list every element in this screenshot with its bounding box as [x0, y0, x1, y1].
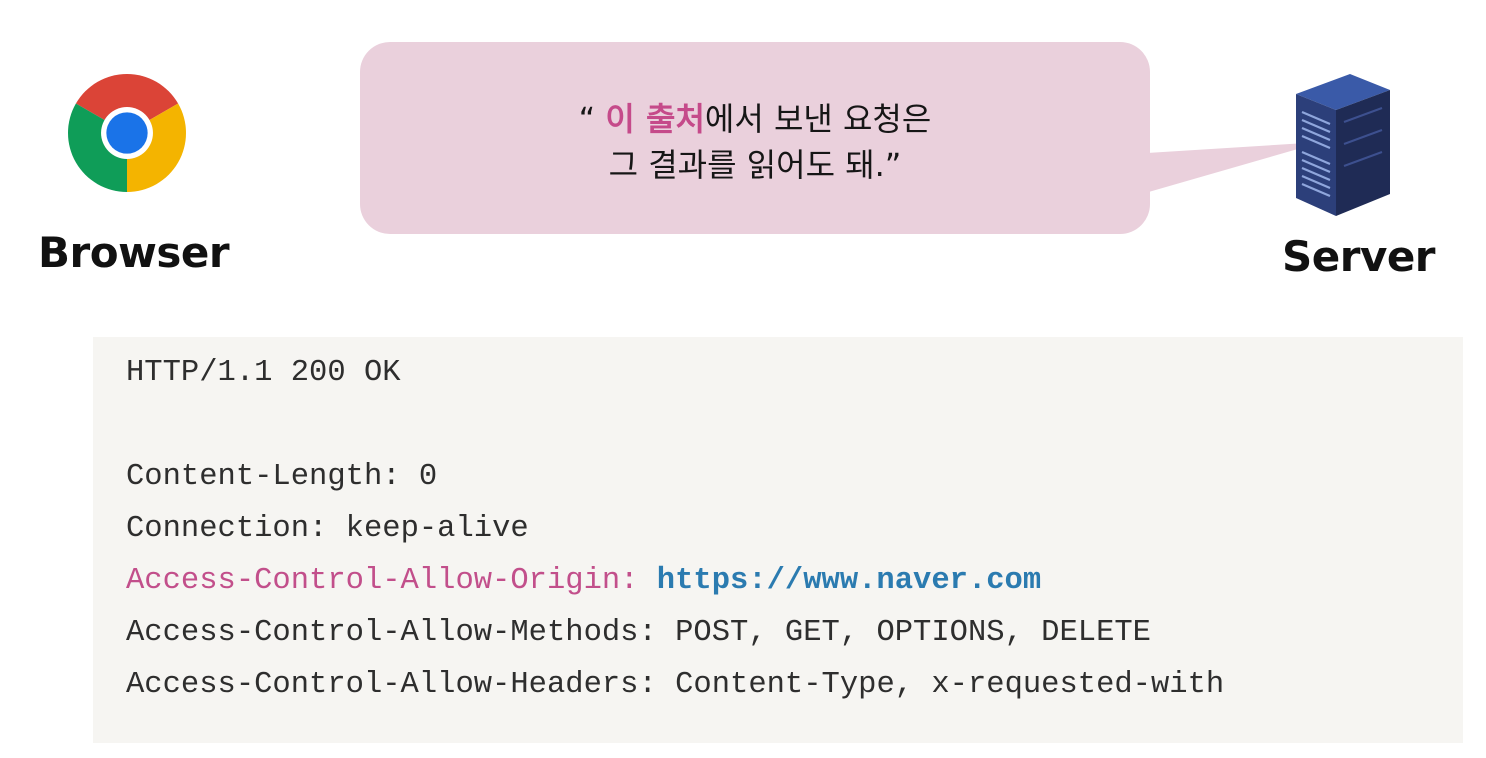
header-value: 0 — [418, 460, 438, 494]
speech-bubble-tail — [1100, 142, 1322, 206]
header-name: Access-Control-Allow-Methods: — [126, 616, 657, 650]
emphasis-origin-text: 이 출처 — [605, 100, 705, 138]
header-access-control-allow-headers: Access-Control-Allow-Headers: Content-Ty… — [126, 665, 1463, 717]
http-response-code-block: HTTP/1.1 200 OK Content-Length: 0 Connec… — [93, 337, 1463, 743]
speech-bubble-line-1: “ 이 출처에서 보낸 요청은 — [360, 96, 1150, 142]
blank-line — [126, 405, 1463, 457]
header-value: https://www.naver.com — [656, 564, 1042, 598]
chrome-logo-icon — [68, 74, 186, 192]
server-label: Server — [1282, 232, 1436, 281]
header-name: Connection: — [126, 512, 328, 546]
open-quote: “ — [578, 100, 606, 138]
header-value: Content-Type, x-requested-with — [675, 668, 1225, 702]
header-value: keep-alive — [345, 512, 529, 546]
speech-bubble-line-2: 그 결과를 읽어도 돼.” — [608, 146, 902, 184]
header-access-control-allow-methods: Access-Control-Allow-Methods: POST, GET,… — [126, 613, 1463, 665]
header-name: Access-Control-Allow-Headers: — [126, 668, 657, 702]
header-content-length: Content-Length: 0 — [126, 457, 1463, 509]
status-line: HTTP/1.1 200 OK — [126, 356, 401, 390]
header-name: Access-Control-Allow-Origin: — [126, 564, 639, 598]
speech-bubble-line-1-rest: 에서 보낸 요청은 — [704, 100, 932, 138]
server-tower-icon — [1296, 74, 1390, 216]
header-value: POST, GET, OPTIONS, DELETE — [675, 616, 1151, 650]
header-access-control-allow-origin: Access-Control-Allow-Origin: https://www… — [126, 561, 1463, 613]
speech-bubble: “ 이 출처에서 보낸 요청은 그 결과를 읽어도 돼.” — [360, 42, 1150, 234]
header-name: Content-Length: — [126, 460, 401, 494]
header-connection: Connection: keep-alive — [126, 509, 1463, 561]
browser-label: Browser — [38, 228, 230, 277]
